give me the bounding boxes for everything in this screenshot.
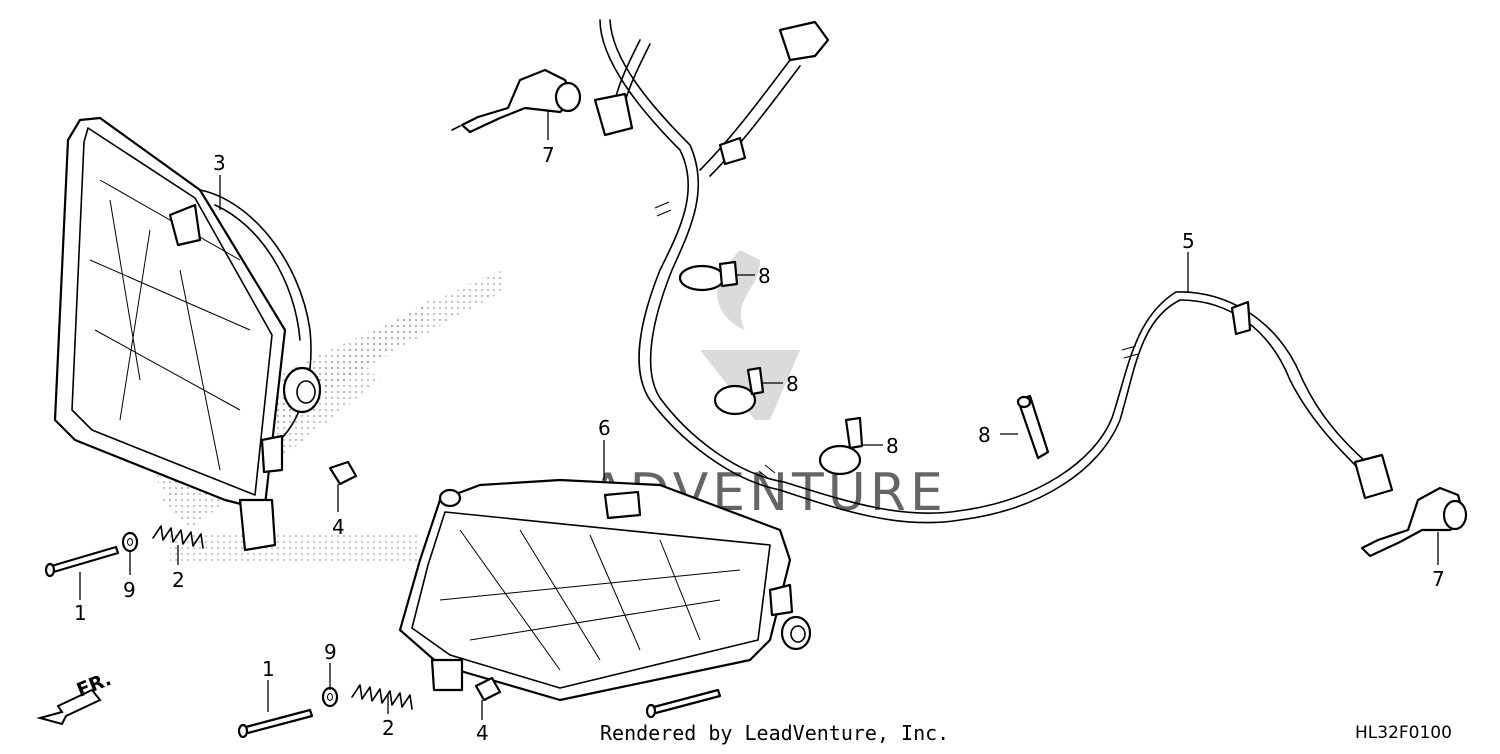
callout-8-c: 8 (886, 434, 899, 458)
callout-1-left: 1 (74, 601, 87, 625)
clamp-1[interactable] (678, 260, 739, 292)
render-credit: Rendered by LeadVenture, Inc. (600, 721, 949, 745)
headlight-right[interactable] (398, 478, 812, 702)
leader-lines (79, 110, 1439, 720)
callouts: 3 1 9 2 4 7 5 6 7 8 8 8 8 1 9 2 4 (74, 143, 1445, 745)
washer-left[interactable] (121, 531, 139, 553)
callout-4-lower: 4 (476, 721, 489, 745)
nut-lower[interactable] (474, 676, 502, 702)
spring-left[interactable] (152, 525, 204, 549)
callout-7-right: 7 (1432, 567, 1445, 591)
callout-9-left: 9 (123, 578, 136, 602)
callout-8-d: 8 (978, 423, 991, 447)
callout-2-left: 2 (172, 568, 185, 592)
bulb-right[interactable] (1360, 486, 1468, 558)
spring-lower[interactable] (351, 684, 413, 710)
callout-1-lower: 1 (262, 657, 275, 681)
front-arrow-icon (36, 688, 102, 726)
clamp-2[interactable] (713, 366, 765, 416)
clamp-4[interactable] (1016, 394, 1050, 460)
bolt-right-headlight[interactable] (645, 688, 722, 719)
callout-9-lower: 9 (324, 640, 337, 664)
callout-5: 5 (1182, 229, 1195, 253)
wire-harness[interactable] (593, 19, 1394, 524)
bolt-left[interactable] (44, 545, 120, 578)
front-direction-indicator: FR. (36, 668, 115, 726)
direction-label: FR. (74, 668, 115, 702)
callout-3: 3 (213, 151, 226, 175)
headlight-left[interactable] (53, 116, 322, 552)
callout-7-top: 7 (542, 143, 555, 167)
callout-8-b: 8 (786, 372, 799, 396)
callout-8-a: 8 (758, 264, 771, 288)
callout-2-lower: 2 (382, 716, 395, 740)
washer-lower[interactable] (321, 686, 339, 708)
nut-left[interactable] (328, 460, 358, 486)
callout-4-upper: 4 (332, 515, 345, 539)
diagram-code: HL32F0100 (1355, 723, 1452, 743)
bulb-top[interactable] (451, 68, 582, 134)
callout-6: 6 (598, 416, 611, 440)
bolt-lower[interactable] (237, 708, 314, 739)
clamp-3[interactable] (818, 416, 864, 476)
